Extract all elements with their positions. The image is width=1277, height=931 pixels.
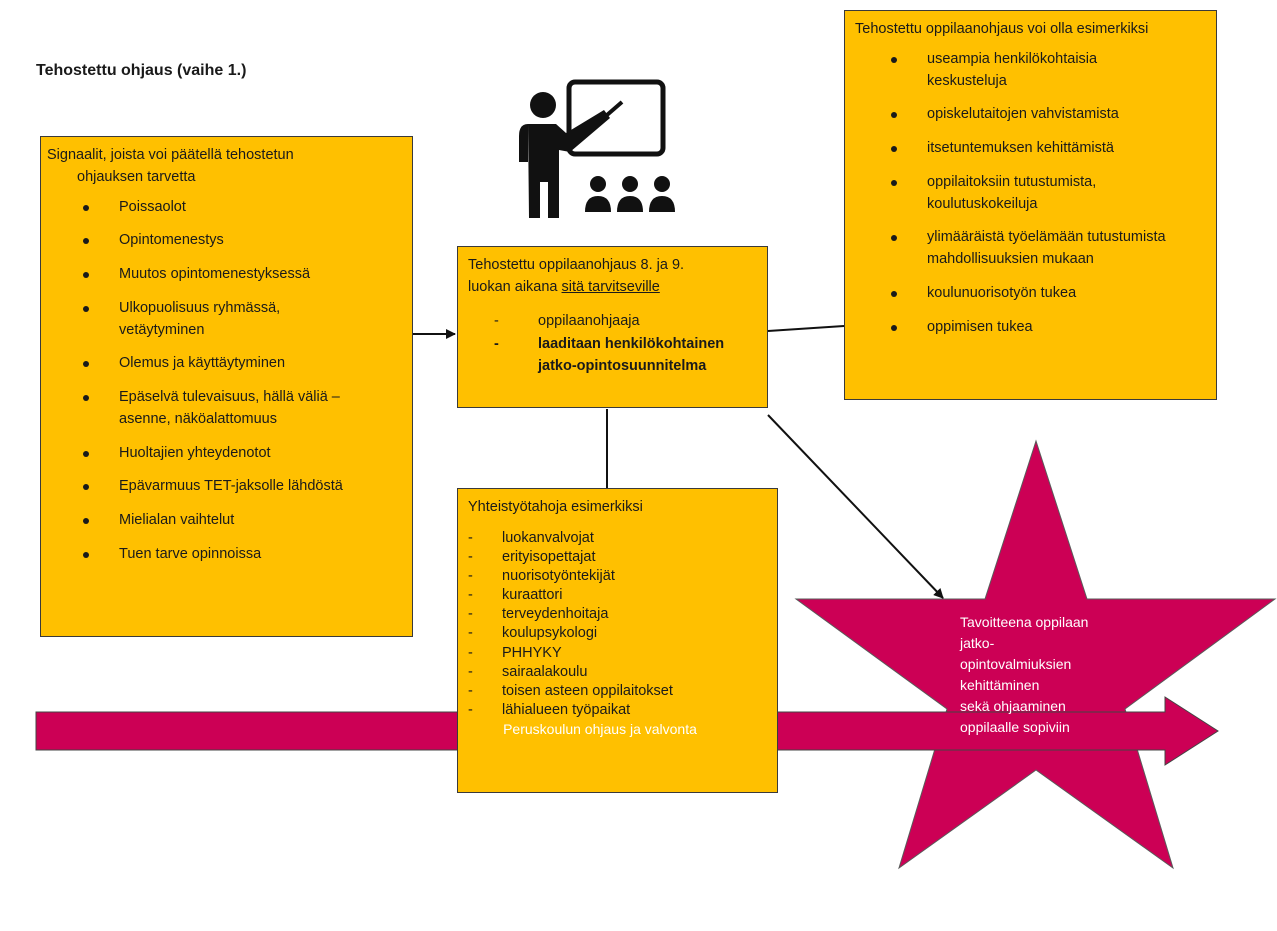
center-item: oppilaanohjaaja	[494, 311, 757, 333]
partners-item: erityisopettajat	[468, 548, 767, 567]
partners-item: nuorisotyöntekijät	[468, 567, 767, 586]
center-heading-line1: Tehostettu oppilaanohjaus 8. ja 9.	[468, 257, 685, 273]
center-heading: Tehostettu oppilaanohjaus 8. ja 9. luoka…	[468, 255, 757, 299]
partners-box: Yhteistyötahoja esimerkiksi luokanvalvoj…	[457, 488, 778, 793]
signals-heading-line2: ohjauksen tarvetta	[77, 168, 196, 185]
signals-item: Tuen tarve opinnoissa	[47, 544, 406, 566]
signals-item: Huoltajien yhteydenotot	[47, 443, 406, 465]
partners-list: luokanvalvojat erityisopettajat nuorisot…	[468, 529, 767, 720]
partners-item: PHHYKY	[468, 644, 767, 663]
signals-item: Poissaolot	[47, 197, 406, 219]
center-list: oppilaanohjaaja laaditaan henkilökohtain…	[468, 311, 757, 378]
signals-item: Mielialan vaihtelut	[47, 510, 406, 532]
examples-item: opiskelutaitojen vahvistamista	[855, 104, 1206, 126]
center-heading-underlined: sitä tarvitseville	[561, 278, 660, 295]
partners-item: terveydenhoitaja	[468, 605, 767, 624]
signals-box: Signaalit, joista voi päätellä tehostetu…	[40, 136, 413, 637]
center-item: laaditaan henkilökohtainenjatko-opintosu…	[494, 334, 757, 378]
teacher-presentation-icon	[519, 79, 675, 218]
partners-item: toisen asteen oppilaitokset	[468, 682, 767, 701]
connector-center-goal	[767, 414, 944, 599]
examples-item: oppimisen tukea	[855, 317, 1206, 339]
page-title: Tehostettu ohjaus (vaihe 1.)	[36, 62, 247, 79]
examples-item: itsetuntemuksen kehittämistä	[855, 138, 1206, 160]
signals-item: Olemus ja käyttäytyminen	[47, 353, 406, 375]
goal-star	[794, 439, 1277, 870]
partners-item: lähialueen työpaikat	[468, 701, 767, 720]
partners-heading: Yhteistyötahoja esimerkiksi	[468, 499, 643, 515]
partners-item: koulupsykologi	[468, 624, 767, 643]
signals-list: Poissaolot Opintomenestys Muutos opintom…	[47, 197, 406, 566]
signals-heading-line1: Signaalit, joista voi päätellä tehostetu…	[47, 147, 294, 163]
examples-box: Tehostettu oppilaanohjaus voi olla esime…	[844, 10, 1217, 400]
examples-item: oppilaitoksiin tutustumista,koulutuskoke…	[855, 172, 1206, 216]
partners-item: luokanvalvojat	[468, 529, 767, 548]
signals-item: Epävarmuus TET-jaksolle lähdöstä	[47, 476, 406, 498]
partners-item: sairaalakoulu	[468, 663, 767, 682]
center-box: Tehostettu oppilaanohjaus 8. ja 9. luoka…	[457, 246, 768, 408]
center-heading-line2: luokan aikana	[468, 278, 562, 295]
signals-heading: Signaalit, joista voi päätellä tehostetu…	[47, 145, 406, 189]
examples-heading: Tehostettu oppilaanohjaus voi olla esime…	[855, 21, 1149, 37]
bottom-arrow-label: Peruskoulun ohjaus ja valvonta	[503, 721, 697, 737]
examples-item: koulunuorisotyön tukea	[855, 283, 1206, 305]
signals-item: Opintomenestys	[47, 230, 406, 252]
partners-item: kuraattori	[468, 586, 767, 605]
signals-item: Muutos opintomenestyksessä	[47, 264, 406, 286]
signals-item: Epäselvä tulevaisuus, hällä väliä –asenn…	[47, 387, 406, 431]
connector-center-examples	[767, 325, 845, 332]
goal-text: Tavoitteena oppilaan jatko- opintovalmiu…	[960, 614, 1089, 735]
signals-item: Ulkopuolisuus ryhmässä,vetäytyminen	[47, 298, 406, 342]
